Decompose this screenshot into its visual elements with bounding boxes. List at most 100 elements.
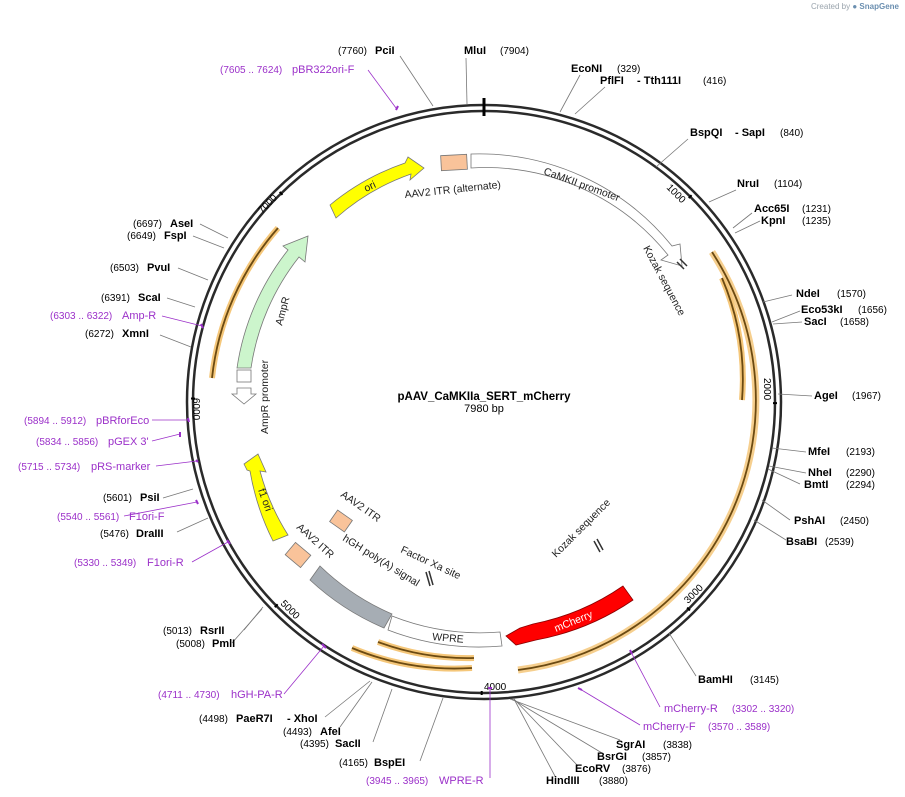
kozak-marker-1b [679, 258, 688, 267]
aav2-itr-1-feature[interactable] [284, 541, 312, 569]
primer-label[interactable]: mCherry-R [664, 703, 718, 715]
site-label[interactable]: PsiI [140, 492, 160, 504]
primer-range: (3570 .. 3589) [708, 722, 770, 733]
site-position: (2290) [846, 468, 875, 479]
tick-label-4000: 4000 [484, 682, 507, 693]
site-position: (5476) [100, 529, 129, 540]
kozak-label-2: Kozak sequence [550, 497, 613, 560]
tick-mark [278, 191, 284, 196]
primer-label[interactable]: pBRforEco [96, 415, 149, 427]
ampr-promoter-feature[interactable] [236, 369, 252, 383]
site-label[interactable]: EcoRV [575, 763, 611, 775]
primer-label[interactable]: F1ori-F [129, 511, 165, 523]
site-label[interactable]: SgrAI [616, 739, 645, 751]
site-label[interactable]: Acc65I [754, 203, 789, 215]
ampr-label: AmpR [273, 295, 292, 327]
primer-label[interactable]: WPRE-R [439, 775, 484, 787]
site-label[interactable]: FspI [164, 230, 187, 242]
site-position: (2450) [840, 516, 869, 527]
kozak-marker-1 [676, 261, 685, 270]
site-label[interactable]: PshAI [794, 515, 825, 527]
site-position: (4498) [199, 714, 228, 725]
site-label[interactable]: NdeI [796, 288, 820, 300]
wpre-feature[interactable] [387, 615, 503, 648]
camkii-promoter-label: CaMKII promoter [542, 166, 622, 205]
site-label[interactable]: SacII [335, 738, 361, 750]
site-position: (4165) [339, 758, 368, 769]
ampr-promoter-arrow[interactable] [230, 387, 258, 405]
site-label[interactable]: PmlI [212, 638, 235, 650]
primer-label[interactable]: pBR322ori-F [292, 64, 355, 76]
site-label[interactable]: BamHI [698, 674, 733, 686]
site-label[interactable]: - SapI [735, 127, 765, 139]
site-label[interactable]: AfeI [320, 726, 341, 738]
site-position: (6272) [85, 329, 114, 340]
site-position: (5013) [163, 626, 192, 637]
primer-label[interactable]: F1ori-R [147, 557, 184, 569]
primer-range: (7605 .. 7624) [220, 65, 282, 76]
ori-feature[interactable] [329, 156, 425, 219]
site-label[interactable]: BspQI [690, 127, 722, 139]
primer-label[interactable]: Amp-R [122, 310, 156, 322]
tick-mark [686, 606, 691, 612]
primer-label[interactable]: pRS-marker [91, 461, 151, 473]
site-label[interactable]: DraIII [136, 528, 164, 540]
site-label[interactable]: HindIII [546, 775, 580, 787]
site-position: (6503) [110, 263, 139, 274]
site-label[interactable]: NheI [808, 467, 832, 479]
ampr-feature[interactable] [236, 235, 309, 369]
site-position: (416) [703, 76, 726, 87]
primer-range: (5540 .. 5561) [57, 512, 119, 523]
site-position: (7904) [500, 46, 529, 57]
site-label[interactable]: ScaI [138, 292, 161, 304]
primer-leader-lines [123, 69, 661, 778]
site-label[interactable]: XmnI [122, 328, 149, 340]
site-label[interactable]: PciI [375, 45, 395, 57]
site-label[interactable]: AgeI [814, 390, 838, 402]
primer-label[interactable]: hGH-PA-R [231, 689, 283, 701]
site-label[interactable]: SacI [804, 316, 827, 328]
site-label[interactable]: - XhoI [287, 713, 318, 725]
orf-arc-bottom-2-core [377, 641, 475, 659]
orf-arc-sert-core [517, 251, 757, 671]
site-label[interactable]: BspEI [374, 757, 405, 769]
site-position: (840) [780, 128, 803, 139]
primer-range: (3302 .. 3320) [732, 704, 794, 715]
site-label[interactable]: MluI [464, 45, 486, 57]
hgh-polya-feature[interactable] [309, 565, 393, 629]
site-position: (2539) [825, 537, 854, 548]
aav2-itr-alt-label: AAV2 ITR (alternate) [404, 179, 501, 201]
site-label[interactable]: AseI [170, 218, 193, 230]
site-label[interactable]: PvuI [147, 262, 170, 274]
camkii-promoter-feature[interactable] [470, 153, 683, 267]
site-label[interactable]: MfeI [808, 446, 830, 458]
ampr-promoter-label: AmpR promoter [259, 359, 271, 434]
wpre-label: WPRE [432, 631, 464, 646]
mcherry-feature[interactable] [505, 585, 634, 646]
site-label[interactable]: BsaBI [786, 536, 817, 548]
site-label[interactable]: - Tth111I [637, 75, 681, 87]
site-label[interactable]: KpnI [761, 215, 785, 227]
site-position: (2193) [846, 447, 875, 458]
site-label[interactable]: BsrGI [597, 751, 627, 763]
site-label[interactable]: Eco53kI [801, 304, 843, 316]
aav2-itr-alt-feature[interactable] [440, 153, 468, 172]
primer-label[interactable]: mCherry-F [643, 721, 696, 733]
tick-label-1000: 1000 [664, 182, 688, 206]
site-label[interactable]: PaeR7I [236, 713, 273, 725]
hgh-polya-label: hGH poly(A) signal [340, 532, 421, 589]
site-position: (1658) [840, 317, 869, 328]
site-position: (5601) [103, 493, 132, 504]
primer-label[interactable]: pGEX 3' [108, 436, 149, 448]
site-label[interactable]: NruI [737, 178, 759, 190]
orf-arc-bottom-1-core [351, 647, 473, 670]
site-label[interactable]: RsrII [200, 625, 224, 637]
primer-range: (6303 .. 6322) [50, 311, 112, 322]
site-label[interactable]: EcoNI [571, 63, 602, 75]
primer-range: (5834 .. 5856) [36, 437, 98, 448]
f1-ori-feature[interactable] [243, 453, 289, 542]
aav2-itr-2-feature[interactable] [329, 509, 353, 533]
site-label[interactable]: BmtI [804, 479, 828, 491]
primer-range: (3945 .. 3965) [366, 776, 428, 787]
site-label[interactable]: PflFI [600, 75, 624, 87]
